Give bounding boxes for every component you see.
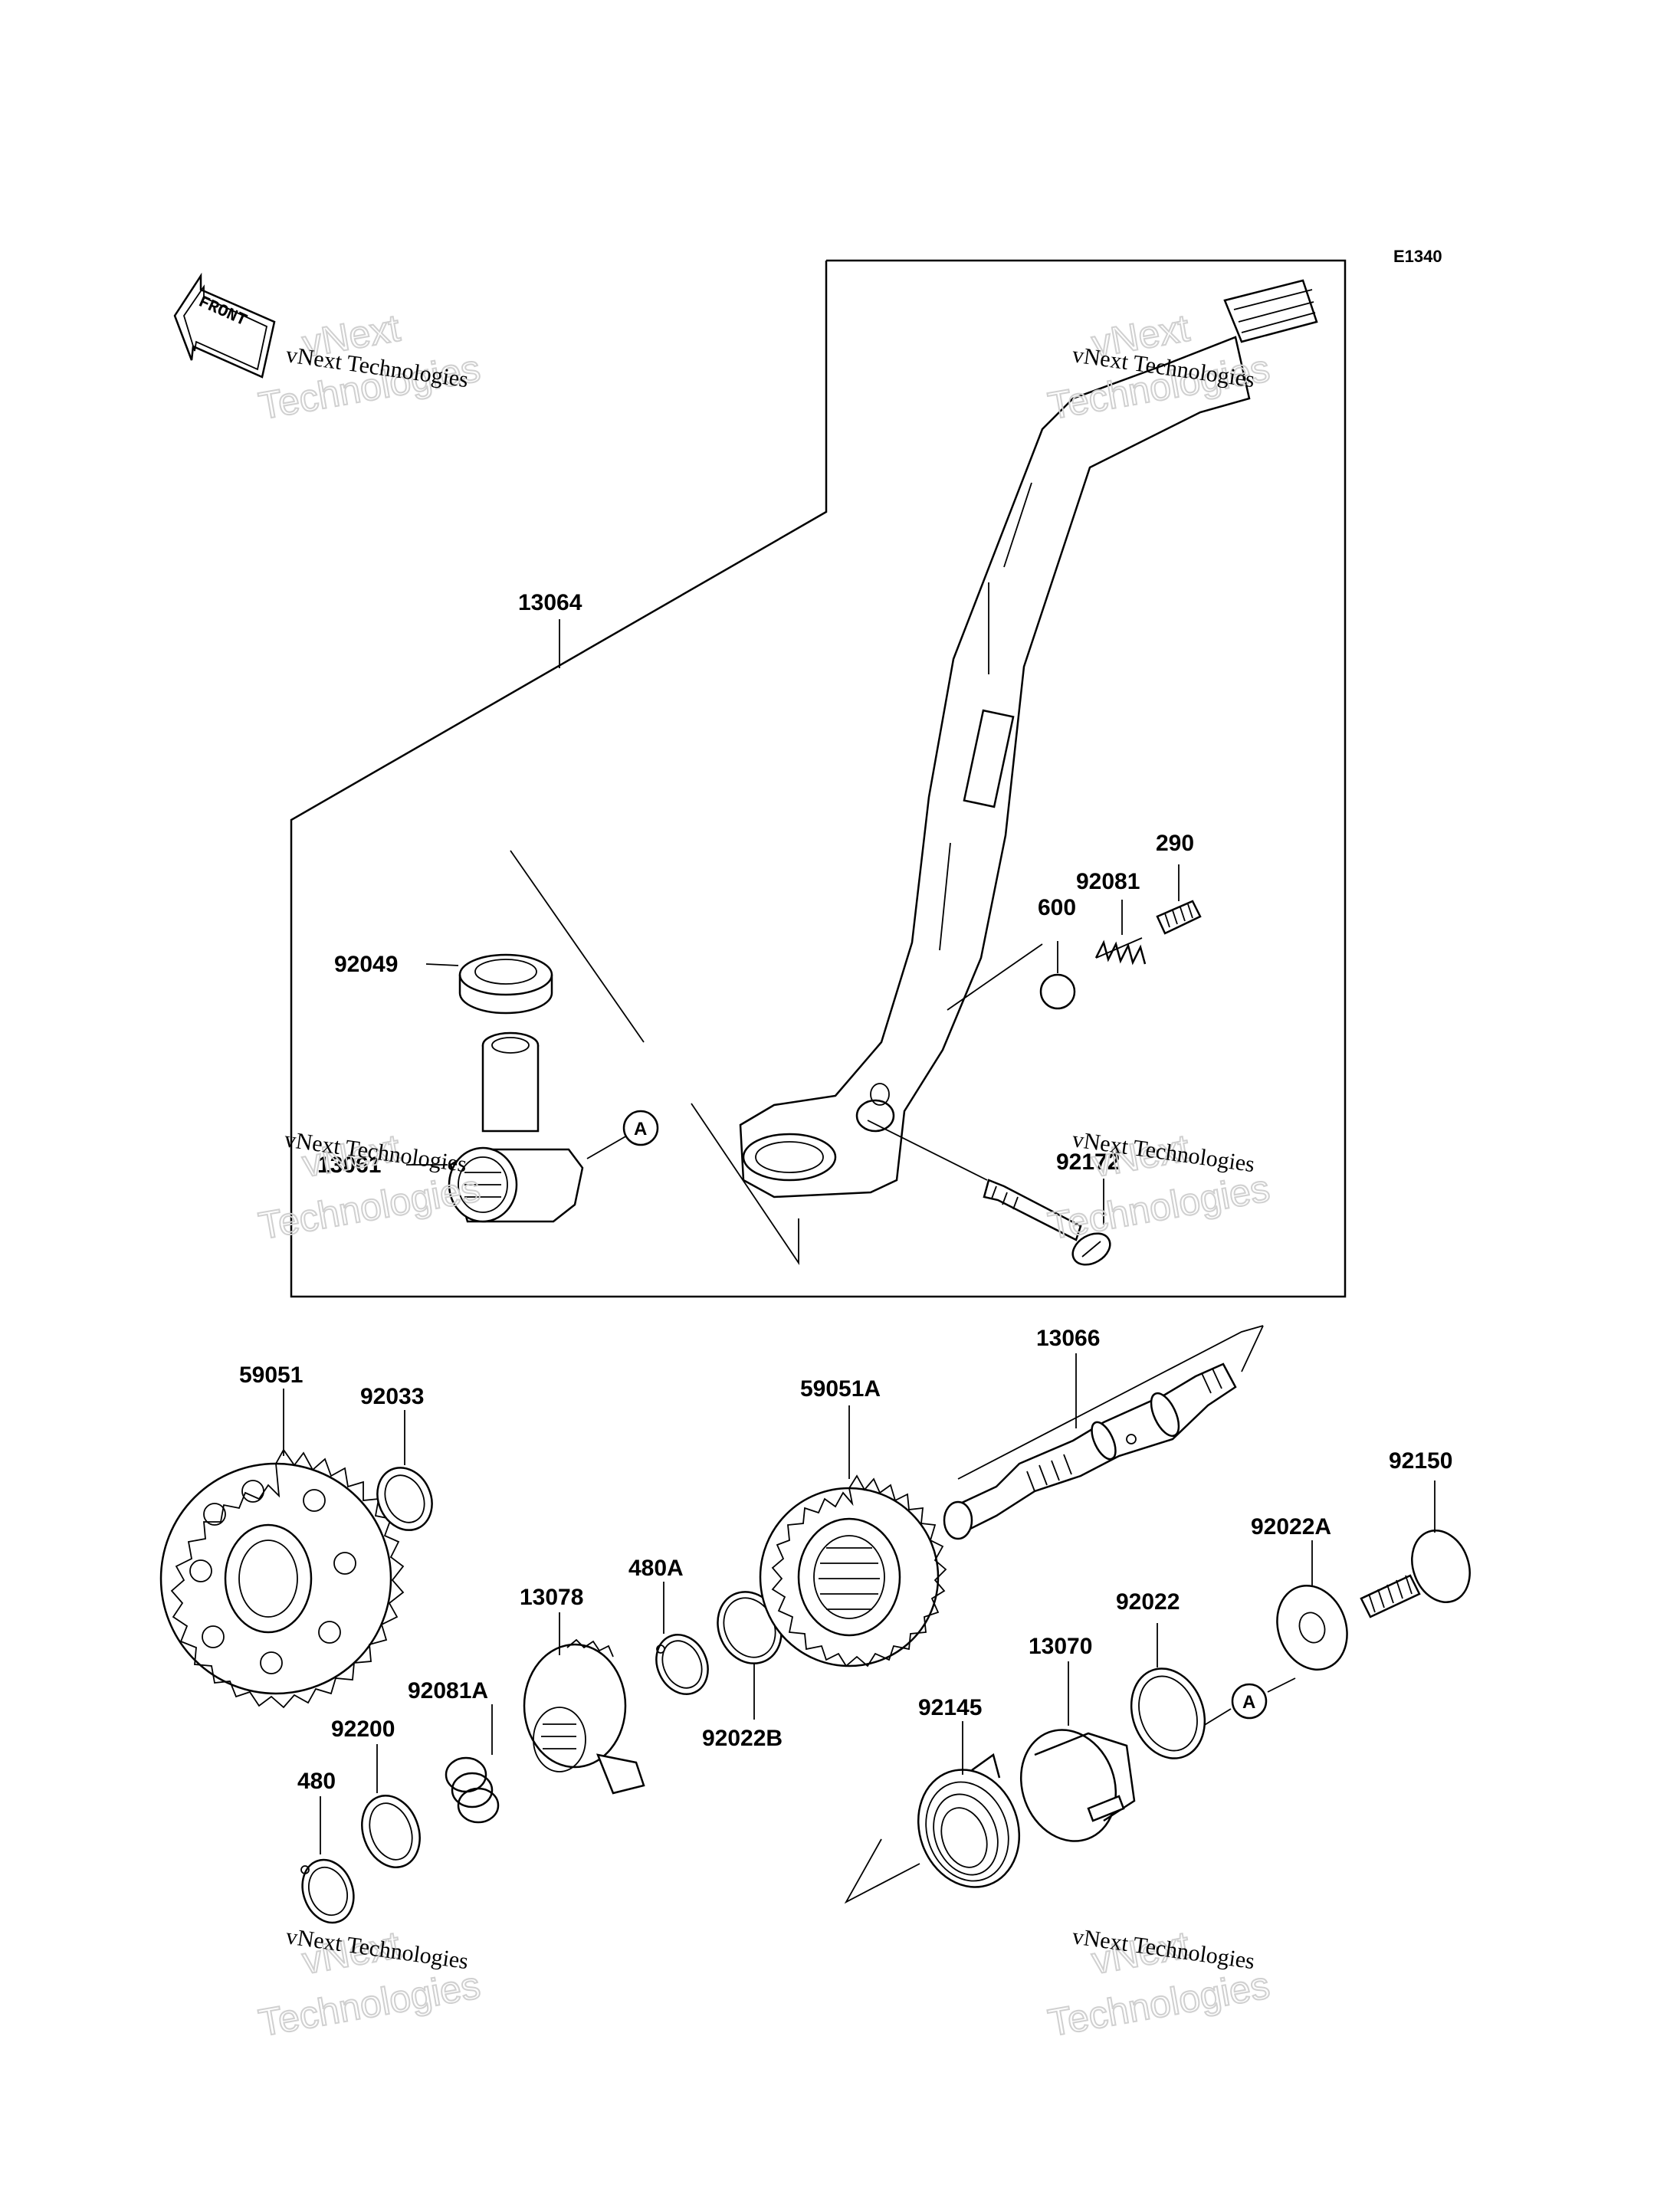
watermark-bottom-right: vNext Technologies (1044, 1923, 1273, 2045)
washer-92022A (1276, 1585, 1348, 1671)
part-label-13064: 13064 (518, 590, 582, 615)
gear-59051A (759, 1474, 947, 1667)
collar-13070 (1019, 1729, 1136, 1842)
plug-290 (1156, 900, 1202, 935)
part-label-92022B: 92022B (702, 1726, 783, 1751)
svg-text:A: A (1242, 1692, 1255, 1713)
part-label-92081A: 92081A (408, 1678, 488, 1703)
bolt-92150 (1360, 1529, 1471, 1618)
part-label-59051: 59051 (239, 1362, 303, 1388)
boss-13061 (448, 1031, 584, 1223)
part-label-92022: 92022 (1116, 1589, 1180, 1615)
part-label-92081: 92081 (1076, 869, 1140, 894)
part-label-290: 290 (1156, 831, 1194, 856)
part-label-600: 600 (1038, 895, 1076, 920)
part-label-92200: 92200 (331, 1717, 395, 1742)
part-label-92049: 92049 (334, 952, 398, 977)
part-label-92172: 92172 (1056, 1149, 1120, 1175)
watermark-mid-left: vNext Technologies (254, 1126, 484, 1248)
part-label-92022A: 92022A (1251, 1514, 1331, 1540)
kick-pedal-assembly-frame (290, 259, 1347, 1298)
svg-text:Technologies: Technologies (255, 1963, 483, 2045)
circlip-92033 (376, 1467, 433, 1531)
seal-92049 (458, 953, 553, 1015)
front-arrow-icon: FRONT (173, 272, 276, 379)
svg-text:Technologies: Technologies (255, 1166, 483, 1248)
part-label-13078: 13078 (520, 1585, 583, 1610)
part-label-92145: 92145 (918, 1695, 982, 1720)
circlip-480A (655, 1634, 709, 1695)
part-label-13066: 13066 (1036, 1326, 1100, 1351)
gear-59051 (159, 1448, 405, 1709)
washer-92200 (361, 1794, 421, 1869)
callout-a-upper: A (622, 1110, 659, 1146)
ratchet-13078 (523, 1638, 645, 1795)
part-label-480: 480 (297, 1769, 336, 1794)
spring-92145 (917, 1753, 1021, 1888)
svg-text:A: A (634, 1119, 647, 1139)
part-label-13070: 13070 (1029, 1634, 1092, 1659)
bolt-92172 (983, 1179, 1111, 1266)
callout-a-lower: A (1231, 1683, 1268, 1720)
spring-92081A (445, 1756, 500, 1824)
part-label-480A: 480A (628, 1556, 684, 1581)
part-label-13061: 13061 (317, 1153, 381, 1178)
part-label-59051A: 59051A (800, 1376, 881, 1402)
washer-92022 (1130, 1667, 1206, 1759)
circlip-480 (300, 1858, 355, 1924)
watermark-bottom-left: vNext Technologies (254, 1923, 484, 2045)
watermark-mid-right: vNext Technologies (1044, 1126, 1273, 1248)
svg-text:Technologies: Technologies (1045, 1963, 1272, 2045)
part-label-92150: 92150 (1389, 1448, 1452, 1474)
diagram-code: E1340 (1393, 247, 1442, 266)
svg-text:Technologies: Technologies (1045, 1166, 1272, 1248)
kick-pedal-arm (739, 279, 1318, 1199)
ball-600 (1039, 973, 1076, 1010)
part-label-92033: 92033 (360, 1384, 424, 1409)
spring-92081 (1094, 937, 1147, 966)
shaft-13066 (943, 1325, 1264, 1540)
